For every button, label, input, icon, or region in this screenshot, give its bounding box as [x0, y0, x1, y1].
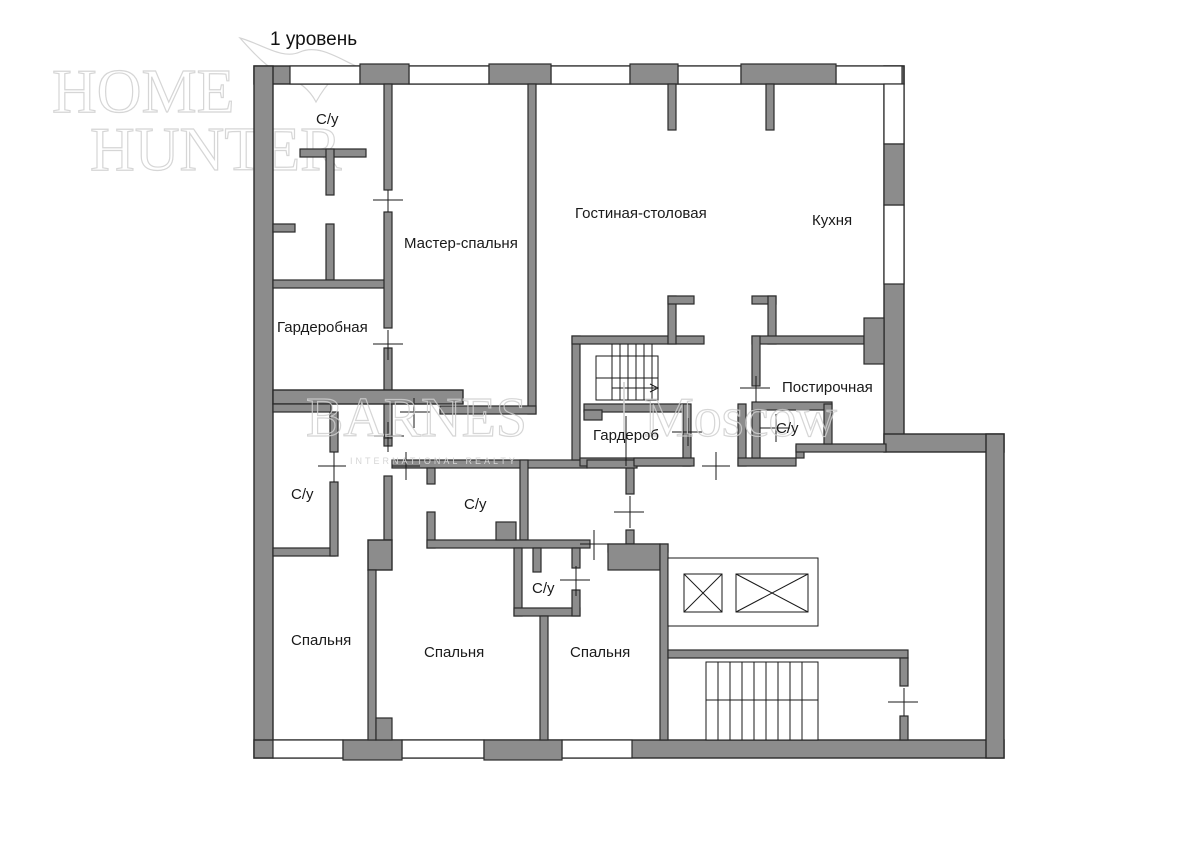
elevator-and-stairs	[667, 557, 819, 741]
window	[401, 739, 485, 759]
window	[550, 65, 631, 85]
door-marks	[318, 190, 918, 716]
interior-walls	[272, 83, 909, 741]
room-labels: С/у Мастер-спальня Гостиная-столовая Кух…	[277, 111, 873, 661]
window	[408, 65, 490, 85]
room-label-wardrobe: Гардеробная	[277, 319, 368, 336]
watermark-barnes: BARNES	[306, 387, 527, 449]
watermark-tagline: INTERNATIONAL REALTY	[350, 456, 518, 466]
watermark-home: HOME	[52, 58, 235, 126]
watermark-city: Moscow	[644, 387, 837, 449]
room-label-master-bedroom: Мастер-спальня	[404, 235, 518, 252]
interior-stair	[595, 344, 660, 401]
room-label-closet: Гардероб	[593, 427, 659, 444]
window	[883, 83, 905, 145]
room-label-su-left: С/у	[291, 486, 314, 503]
room-label-bedroom-right: Спальня	[570, 644, 630, 661]
window	[835, 65, 903, 85]
window	[677, 65, 742, 85]
window	[561, 739, 633, 759]
window	[289, 65, 361, 85]
room-label-su-top: С/у	[316, 111, 339, 128]
room-label-bedroom-center: Спальня	[424, 644, 484, 661]
main-staircase	[705, 661, 819, 741]
window	[883, 204, 905, 285]
room-label-bedroom-left: Спальня	[291, 632, 351, 649]
stair-arrow-icon	[612, 383, 660, 393]
level-title: 1 уровень	[270, 29, 357, 50]
room-label-su-small: С/у	[532, 580, 555, 597]
room-label-kitchen: Кухня	[812, 212, 852, 229]
room-label-living-dining: Гостиная-столовая	[575, 205, 707, 222]
room-label-laundry: Постирочная	[782, 379, 873, 396]
window	[272, 739, 344, 759]
room-label-su-center: С/у	[464, 496, 487, 513]
home-hunter-watermark: HOME HUNTER	[51, 36, 358, 185]
windows	[272, 63, 905, 761]
barnes-watermark: BARNES Moscow INTERNATIONAL REALTY	[305, 382, 838, 466]
room-label-su-right: С/у	[776, 420, 799, 437]
